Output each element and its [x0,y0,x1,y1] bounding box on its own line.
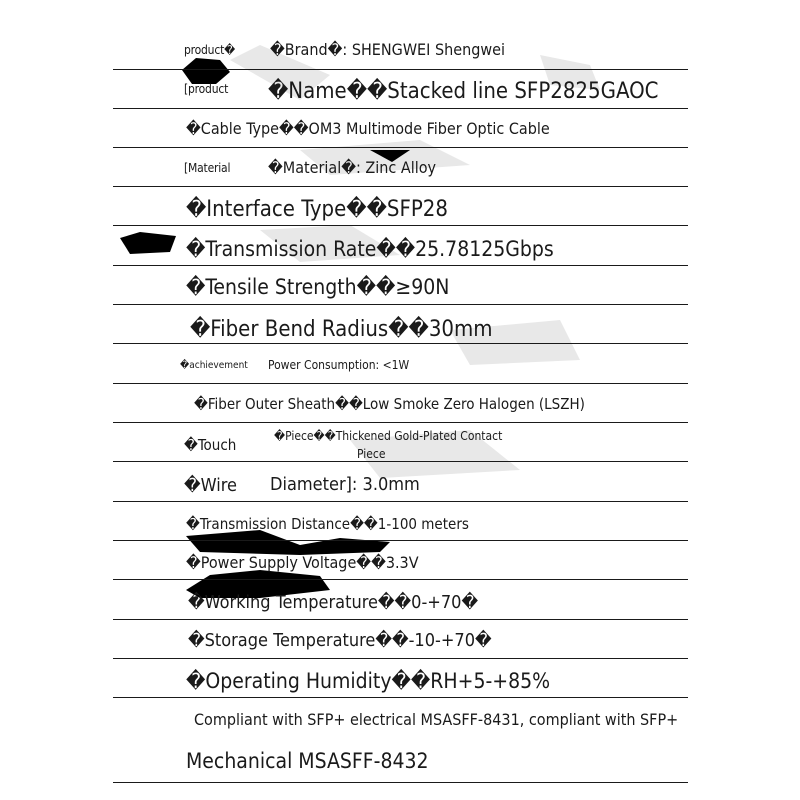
material-tag: [Material [184,161,231,175]
contact-piece-tag: �Touch [184,436,237,454]
fiber-bend-radius-value: �Fiber Bend Radius��30mm [190,317,493,342]
row-divider [113,383,688,384]
tensile-strength-value: �Tensile Strength��≥90N [186,275,450,299]
power-supply-voltage-value: �Power Supply Voltage��3.3V [186,553,419,572]
wire-diameter-value: Diameter]: 3.0mm [270,474,420,495]
row-divider [113,108,688,109]
name-tag: [product [184,82,229,96]
interface-type-value: �Interface Type��SFP28 [186,197,448,222]
row-divider [113,540,688,541]
row-divider [113,147,688,148]
transmission-distance-value: �Transmission Distance��1-100 meters [186,515,469,533]
operating-humidity-value: �Operating Humidity��RH+5-+85% [186,669,551,693]
cable-type-value: �Cable Type��OM3 Multimode Fiber Optic C… [186,119,550,138]
power-consumption-value: Power Consumption: <1W [268,358,410,372]
dark-blob-mid [186,530,390,555]
brand-value: �Brand�: SHENGWEI Shengwei [270,40,505,59]
row-divider [113,343,688,344]
row-divider [113,782,688,783]
row-divider [113,658,688,659]
storage-temperature-value: �Storage Temperature��-10-+70� [188,630,492,651]
row-divider [113,697,688,698]
row-divider [113,186,688,187]
power-consumption-tag: �achievement [180,360,248,371]
row-divider [113,461,688,462]
brand-tag: product� [184,43,235,57]
dark-blob-low [186,570,330,598]
wire-diameter-tag: �Wire [184,475,237,496]
outer-sheath-value: �Fiber Outer Sheath��Low Smoke Zero Halo… [194,395,585,413]
dark-blob-left [120,232,176,254]
row-divider [113,579,688,580]
row-divider [113,69,688,70]
row-divider [113,422,688,423]
row-divider [113,304,688,305]
compliance-line1: Compliant with SFP+ electrical MSASFF-84… [194,710,679,729]
name-value: �Name��Stacked line SFP2825GAOC [268,79,659,104]
row-divider [113,225,688,226]
compliance-line2: Mechanical MSASFF-8432 [186,749,429,773]
row-divider [113,619,688,620]
working-temperature-value: �Working Temperature��0-+70� [188,592,479,613]
row-divider [113,265,688,266]
contact-piece-line1: �Piece��Thickened Gold-Plated Contact [274,429,503,443]
material-value: �Material�: Zinc Alloy [268,158,437,177]
contact-piece-line2: Piece [357,447,386,461]
row-divider [113,501,688,502]
dark-blob-top [182,58,230,84]
transmission-rate-value: �Transmission Rate��25.78125Gbps [186,237,554,261]
